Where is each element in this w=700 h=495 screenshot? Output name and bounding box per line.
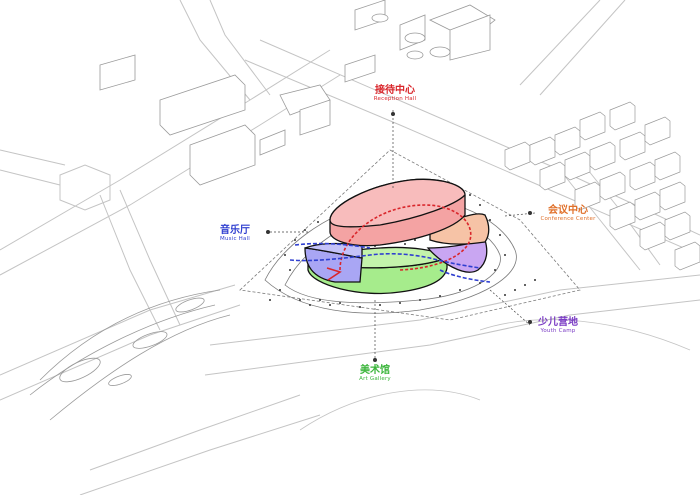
label-art-gallery-zh: 美术馆 xyxy=(360,365,390,376)
label-reception-zh: 接待中心 xyxy=(375,85,415,96)
label-youth-camp: 少儿营地 Youth Camp xyxy=(528,317,588,334)
label-reception-en: Reception Hall xyxy=(373,95,417,102)
building-volumes xyxy=(304,178,490,295)
label-music-hall-zh: 音乐厅 xyxy=(220,225,250,236)
label-conference-en: Conference Center xyxy=(540,215,596,222)
landscape-park xyxy=(29,289,691,431)
label-music-hall-en: Music Hall xyxy=(220,235,250,242)
label-youth-camp-en: Youth Camp xyxy=(540,327,576,334)
label-conference-zh: 会议中心 xyxy=(548,205,588,216)
circulation-paths xyxy=(289,204,491,283)
label-youth-camp-zh: 少儿营地 xyxy=(538,317,578,328)
label-art-gallery: 美术馆 Art Gallery xyxy=(345,365,405,382)
leader-dots xyxy=(266,112,532,362)
youth-camp-volume xyxy=(426,239,488,273)
label-reception: 接待中心 Reception Hall xyxy=(360,85,430,102)
context-buildings xyxy=(99,0,496,186)
label-conference: 会议中心 Conference Center xyxy=(528,205,608,222)
label-music-hall: 音乐厅 Music Hall xyxy=(205,225,265,242)
label-art-gallery-en: Art Gallery xyxy=(359,375,391,382)
housing-blocks xyxy=(504,101,700,271)
